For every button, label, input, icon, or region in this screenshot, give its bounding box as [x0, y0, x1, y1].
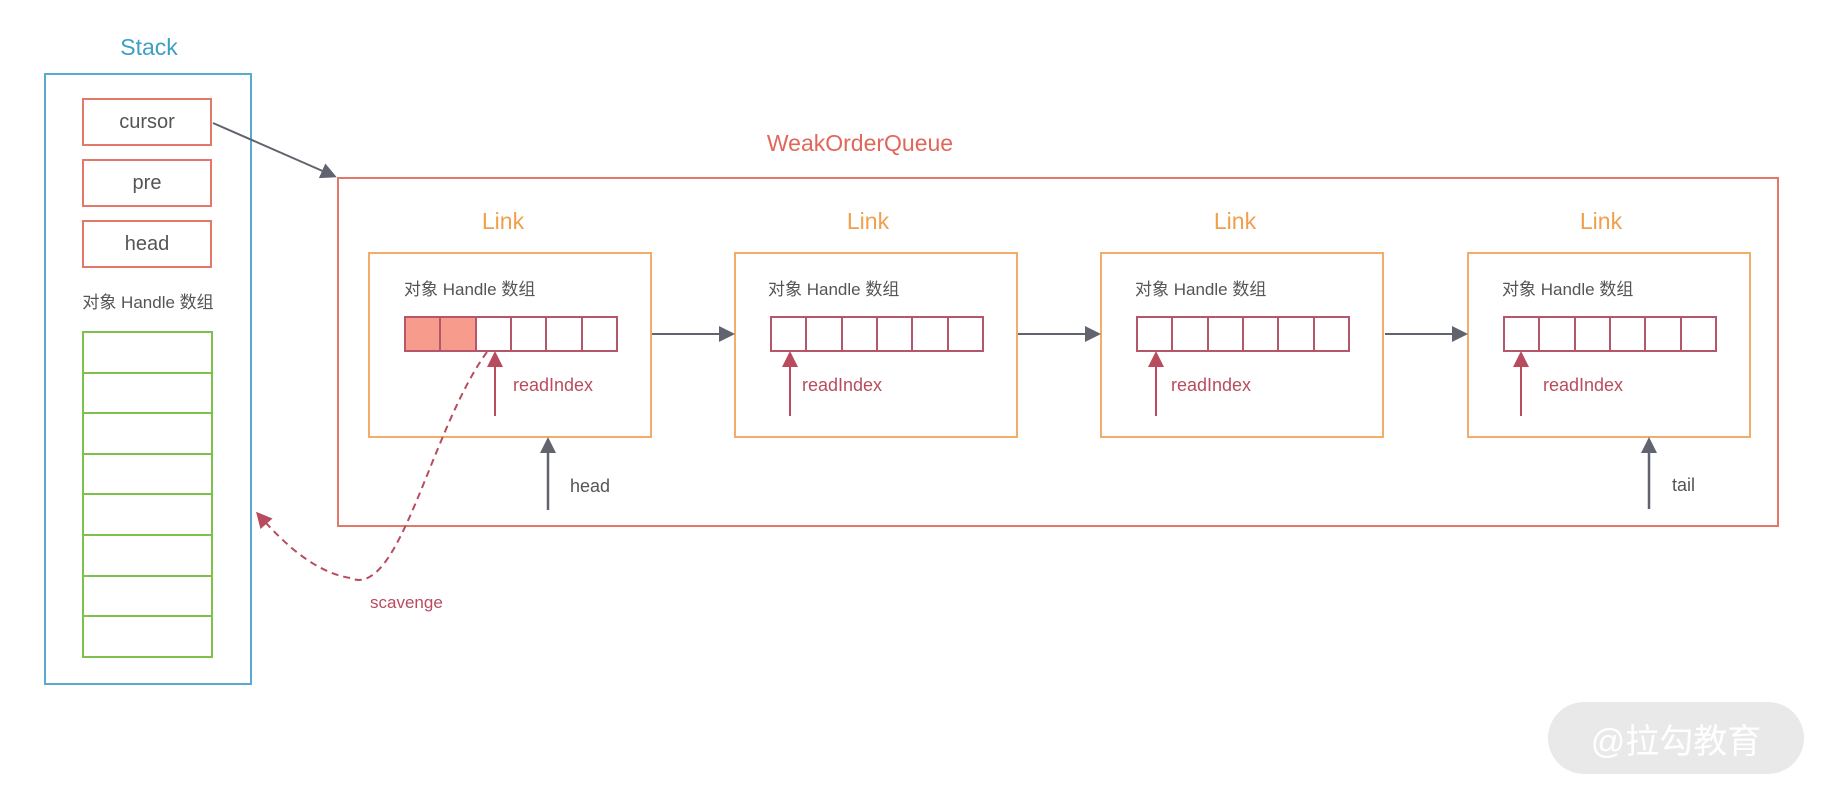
stack-array-cell [84, 333, 211, 374]
read-index-label-3: readIndex [1171, 375, 1252, 395]
array-cell [1244, 318, 1280, 350]
array-cell [1540, 318, 1576, 350]
link-box-2 [734, 252, 1018, 438]
stack-array-cell [84, 536, 211, 577]
array-cell [913, 318, 949, 350]
array-cell [477, 318, 512, 350]
tail-pointer-label: tail [1672, 475, 1696, 495]
link-handle-array-2 [770, 316, 984, 352]
stack-field-head: head [82, 220, 212, 268]
array-cell [807, 318, 843, 350]
link-title-1: Link [481, 208, 525, 234]
link-handle-array-3 [1136, 316, 1350, 352]
array-cell [772, 318, 808, 350]
link-title-4: Link [1579, 208, 1623, 234]
link-box-4 [1467, 252, 1751, 438]
stack-array-cell [84, 577, 211, 618]
stack-array-cell [84, 374, 211, 415]
stack-array-cell [84, 455, 211, 496]
array-cell [1576, 318, 1611, 350]
read-index-label-4: readIndex [1543, 375, 1624, 395]
weak-order-queue-box [337, 177, 1779, 527]
watermark: @拉勾教育 [1548, 702, 1804, 774]
read-index-label-2: readIndex [802, 375, 883, 395]
array-cell [1505, 318, 1541, 350]
link-array-label-2: 对象 Handle 数组 [768, 280, 900, 299]
array-cell [512, 318, 548, 350]
array-cell [878, 318, 914, 350]
stack-box [44, 73, 252, 685]
link-box-3 [1100, 252, 1384, 438]
stack-field-cursor: cursor [82, 98, 212, 146]
array-cell [1138, 318, 1174, 350]
head-pointer-label: head [570, 476, 611, 496]
stack-field-pre: pre [82, 159, 212, 207]
stack-array-cell [84, 414, 211, 455]
array-cell [1646, 318, 1682, 350]
link-array-label-1: 对象 Handle 数组 [404, 280, 536, 299]
link-handle-array-1 [404, 316, 618, 352]
array-cell [547, 318, 583, 350]
link-box-1 [368, 252, 652, 438]
link-array-label-3: 对象 Handle 数组 [1135, 280, 1267, 299]
stack-title: Stack [120, 34, 178, 60]
array-cell-filled [406, 318, 442, 350]
read-index-label-1: readIndex [513, 375, 594, 395]
weak-order-queue-title: WeakOrderQueue [766, 130, 954, 156]
array-cell [1611, 318, 1647, 350]
cursor-arrow [212, 122, 337, 179]
array-cell [1209, 318, 1244, 350]
scavenge-label: scavenge [370, 593, 443, 612]
array-cell [1173, 318, 1209, 350]
array-cell [843, 318, 878, 350]
link-array-label-4: 对象 Handle 数组 [1502, 280, 1634, 299]
link-handle-array-4 [1503, 316, 1717, 352]
link-title-2: Link [846, 208, 890, 234]
stack-array-cell [84, 495, 211, 536]
array-cell [1279, 318, 1315, 350]
scavenge-arrow [256, 351, 488, 581]
stack-array-label: 对象 Handle 数组 [82, 293, 214, 312]
stack-handle-array [82, 331, 213, 658]
link-title-3: Link [1213, 208, 1257, 234]
array-cell-filled [441, 318, 477, 350]
